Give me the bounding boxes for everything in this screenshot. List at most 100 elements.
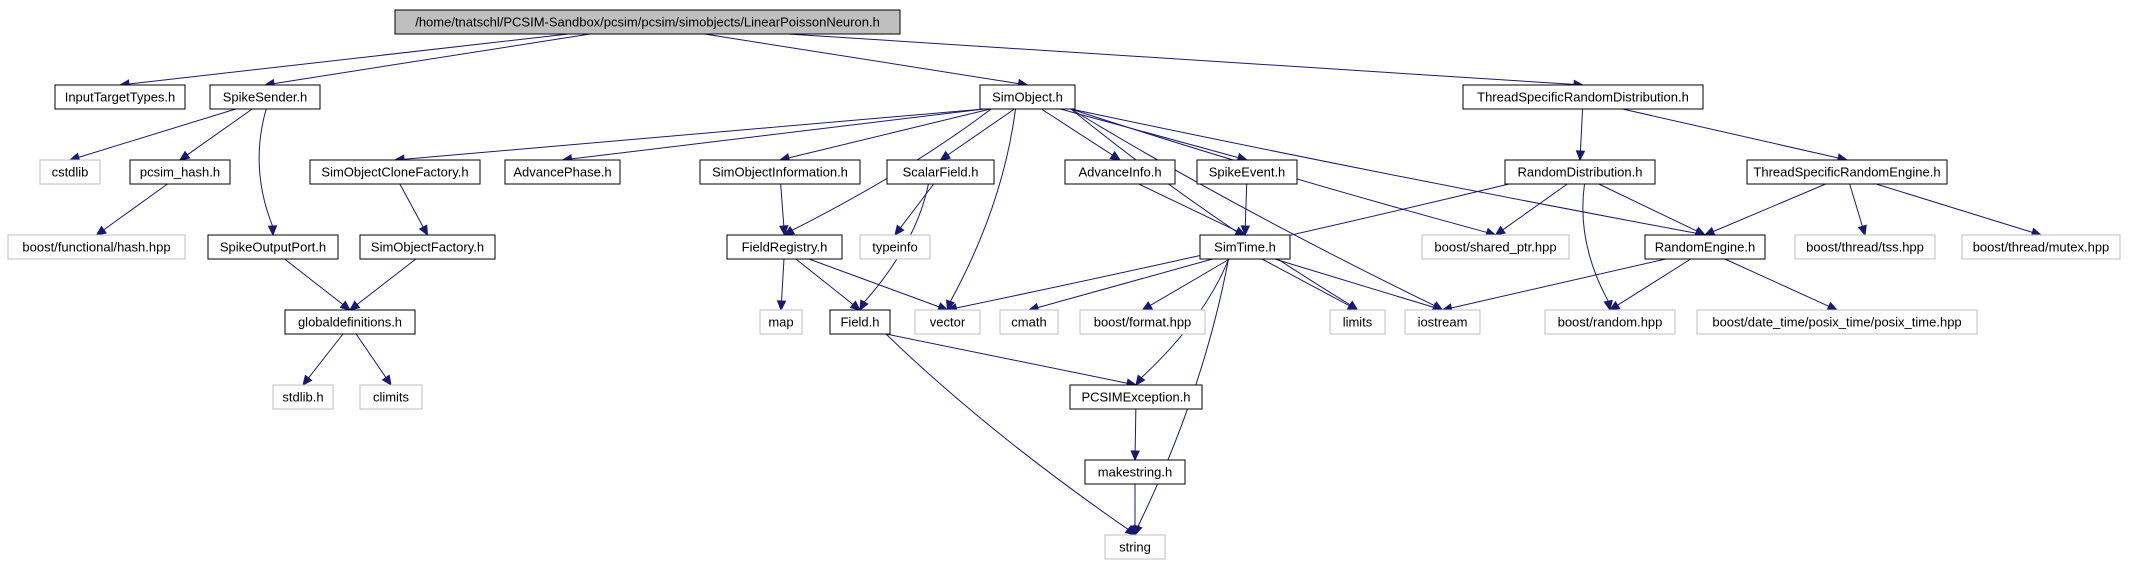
- arrowhead: [267, 225, 278, 237]
- edge-line: [1875, 183, 2033, 233]
- node-tsre[interactable]: ThreadSpecificRandomEngine.h: [1746, 159, 1948, 185]
- edge-randdist-to-randengine: [1598, 183, 1707, 236]
- edge-simobject-to-iostream: [1070, 108, 1444, 311]
- arrowhead: [859, 299, 869, 312]
- node-box: [39, 159, 101, 185]
- node-box: [1064, 159, 1176, 185]
- node-box: [1196, 159, 1298, 185]
- arrowhead: [779, 225, 789, 237]
- edge-spikesender-to-spikeoutport: [258, 108, 278, 237]
- node-fieldreg[interactable]: FieldRegistry.h: [726, 234, 843, 260]
- node-pcsimhash[interactable]: pcsim_hash.h: [129, 159, 231, 185]
- edge-line: [258, 108, 273, 227]
- node-tsrd[interactable]: ThreadSpecificRandomDistribution.h: [1462, 84, 1704, 110]
- edge-fieldreg-to-vector: [808, 258, 949, 312]
- node-box: [1084, 459, 1186, 485]
- node-globaldefs[interactable]: globaldefinitions.h: [284, 309, 416, 335]
- node-field[interactable]: Field.h: [829, 309, 891, 335]
- edge-simtime-to-iostream: [1274, 258, 1444, 312]
- node-spikeoutport[interactable]: SpikeOutputPort.h: [207, 234, 339, 260]
- node-simtime[interactable]: SimTime.h: [1199, 234, 1291, 260]
- edge-root-to-simobject: [704, 33, 1029, 89]
- edge-tsre-to-mutex: [1875, 183, 2043, 237]
- node-label: cstdlib: [52, 165, 89, 180]
- node-soinfo[interactable]: SimObjectInformation.h: [699, 159, 861, 185]
- node-box: [1069, 384, 1203, 410]
- arrowhead: [381, 374, 392, 387]
- edge-root-to-tsrd: [787, 33, 1585, 90]
- edge-line: [808, 258, 940, 308]
- node-label: Field.h: [840, 315, 879, 330]
- node-spikeevent[interactable]: SpikeEvent.h: [1196, 159, 1298, 185]
- edge-line: [1134, 408, 1137, 452]
- node-box: [1404, 309, 1481, 335]
- node-inputtarget[interactable]: InputTargetTypes.h: [54, 84, 186, 110]
- node-scalarfield[interactable]: ScalarField.h: [886, 159, 995, 185]
- edge-simobject-to-soinfo: [778, 108, 991, 163]
- edge-line: [1713, 183, 1826, 232]
- node-pcsimexc[interactable]: PCSIMException.h: [1069, 384, 1203, 410]
- arrowhead: [1130, 525, 1140, 537]
- edge-pcsimexc-to-makestring: [1130, 408, 1140, 462]
- edge-line: [1041, 108, 1113, 156]
- edge-line: [1274, 258, 1435, 308]
- node-box: [1462, 84, 1704, 110]
- node-label: boost/date_time/posix_time/posix_time.hp…: [1712, 315, 1961, 330]
- node-label: ThreadSpecificRandomDistribution.h: [1477, 90, 1689, 105]
- edge-line: [949, 108, 1016, 302]
- node-box: [207, 234, 339, 260]
- node-randdist[interactable]: RandomDistribution.h: [1504, 159, 1656, 185]
- node-brandom: boost/random.hpp: [1544, 309, 1676, 335]
- edge-line: [1244, 183, 1248, 227]
- node-sofactory[interactable]: SimObjectFactory.h: [359, 234, 496, 260]
- edge-line: [704, 33, 1019, 85]
- edge-simtime-to-bformat: [1141, 258, 1230, 311]
- edge-line: [788, 108, 991, 159]
- node-spikesender[interactable]: SpikeSender.h: [209, 84, 321, 110]
- node-box: [1104, 534, 1166, 560]
- node-makestring[interactable]: makestring.h: [1084, 459, 1186, 485]
- node-randengine[interactable]: RandomEngine.h: [1644, 234, 1766, 260]
- edge-globaldefs-to-stdlib: [302, 333, 344, 386]
- arrowhead: [339, 300, 351, 311]
- node-label: map: [768, 315, 793, 330]
- arrowhead: [1857, 224, 1867, 237]
- node-advphase[interactable]: AdvancePhase.h: [504, 159, 621, 185]
- edge-socf-to-sofactory: [399, 183, 429, 237]
- node-label: boost/format.hpp: [1094, 315, 1192, 330]
- edge-simobject-to-scalarfield: [939, 108, 1015, 161]
- node-label: limits: [1343, 315, 1373, 330]
- arrowhead: [1608, 300, 1621, 311]
- arrowhead: [939, 150, 952, 161]
- node-box: [1746, 159, 1948, 185]
- edge-line: [1724, 258, 1830, 307]
- arrowhead: [349, 300, 361, 311]
- node-box: [999, 309, 1059, 335]
- node-box: [1079, 309, 1206, 335]
- edge-line: [103, 183, 168, 231]
- node-box: [284, 309, 416, 335]
- node-box: [359, 384, 423, 410]
- edge-soinfo-to-fieldreg: [779, 183, 789, 237]
- node-label: RandomEngine.h: [1655, 240, 1755, 255]
- node-box: [914, 309, 981, 335]
- node-advinfo[interactable]: AdvanceInfo.h: [1064, 159, 1176, 185]
- node-box: [1961, 234, 2121, 260]
- arrowhead: [95, 225, 107, 236]
- edge-randengine-to-posixtime: [1724, 258, 1839, 311]
- edge-randengine-to-brandom: [1608, 258, 1692, 311]
- node-socf[interactable]: SimObjectCloneFactory.h: [309, 159, 481, 185]
- node-root[interactable]: /home/tnatschl/PCSIM-Sandbox/pcsim/pcsim…: [394, 9, 901, 35]
- node-simobject[interactable]: SimObject.h: [979, 84, 1076, 110]
- node-box: [272, 384, 334, 410]
- edge-randdist-to-sharedptr: [1494, 183, 1568, 236]
- edge-line: [885, 333, 1129, 530]
- edge-line: [1617, 258, 1692, 306]
- arrowhead: [1346, 301, 1359, 311]
- node-label: iostream: [1418, 315, 1468, 330]
- node-label: ThreadSpecificRandomEngine.h: [1753, 165, 1940, 180]
- node-label: boost/functional/hash.hpp: [22, 240, 170, 255]
- edge-simobject-to-vector: [946, 108, 1016, 312]
- edge-line: [1502, 183, 1568, 231]
